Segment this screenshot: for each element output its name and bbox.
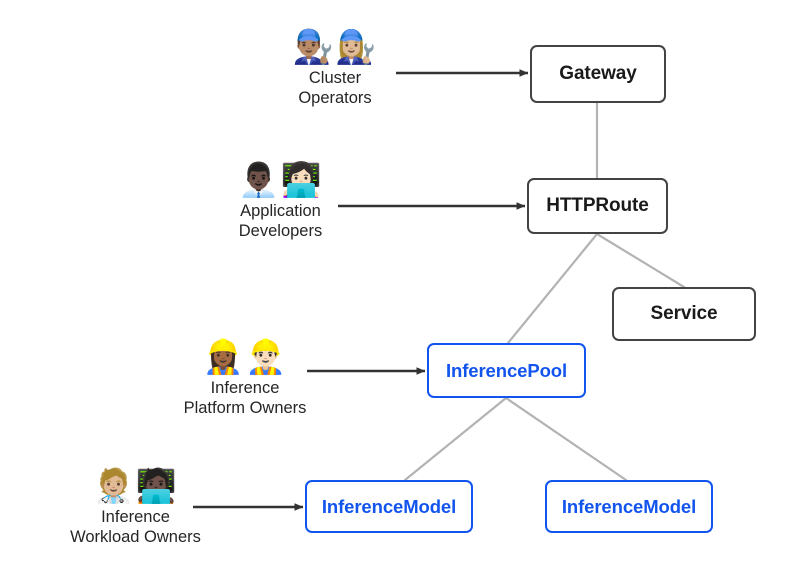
node-gateway[interactable]: Gateway — [530, 45, 666, 103]
node-label: Service — [650, 303, 718, 324]
persona-caption: Inference Platform Owners — [183, 379, 307, 417]
edge-inferencepool-model-right — [504, 396, 628, 482]
node-label: InferenceModel — [321, 495, 457, 517]
persona-caption: Cluster Operators — [298, 69, 372, 107]
persona-inference-workload-owners: 🧑🏼‍⚕️🧑🏿‍💻 Inference Workload Owners — [48, 466, 223, 547]
node-label: InferenceModel — [561, 495, 697, 517]
mechanic-emoji-pair: 👨🏽‍🔧👩🏼‍🔧 — [292, 28, 378, 65]
node-model-right[interactable]: InferenceModel — [545, 480, 713, 533]
persona-cluster-operators: 👨🏽‍🔧👩🏼‍🔧 Cluster Operators — [280, 27, 390, 108]
node-label: Gateway — [559, 63, 637, 84]
node-label: InferencePool — [445, 359, 568, 381]
node-label: HTTPRoute — [546, 195, 649, 216]
persona-arrows — [193, 69, 529, 511]
node-httproute[interactable]: HTTPRoute — [527, 178, 668, 234]
office-worker-technologist-emoji-pair: 👨🏿‍💼👩🏻‍💻 — [238, 161, 323, 198]
persona-caption: Application Developers — [238, 202, 323, 240]
construction-worker-emoji-pair: 👷🏾‍♀️👷🏻‍♂️ — [202, 338, 288, 375]
node-inferencepool[interactable]: InferencePool — [427, 343, 586, 398]
health-worker-technologist-emoji-pair: 🧑🏼‍⚕️🧑🏿‍💻 — [93, 467, 178, 504]
edge-httproute-inferencepool — [506, 232, 599, 345]
persona-application-developers: 👨🏿‍💼👩🏻‍💻 Application Developers — [213, 160, 348, 241]
persona-inference-platform-owners: 👷🏾‍♀️👷🏻‍♂️ Inference Platform Owners — [165, 337, 325, 418]
edge-httproute-service — [595, 232, 686, 289]
edge-inferencepool-model-left — [403, 396, 508, 482]
node-model-left[interactable]: InferenceModel — [305, 480, 473, 533]
persona-caption: Inference Workload Owners — [70, 508, 201, 546]
node-service[interactable]: Service — [612, 287, 756, 341]
